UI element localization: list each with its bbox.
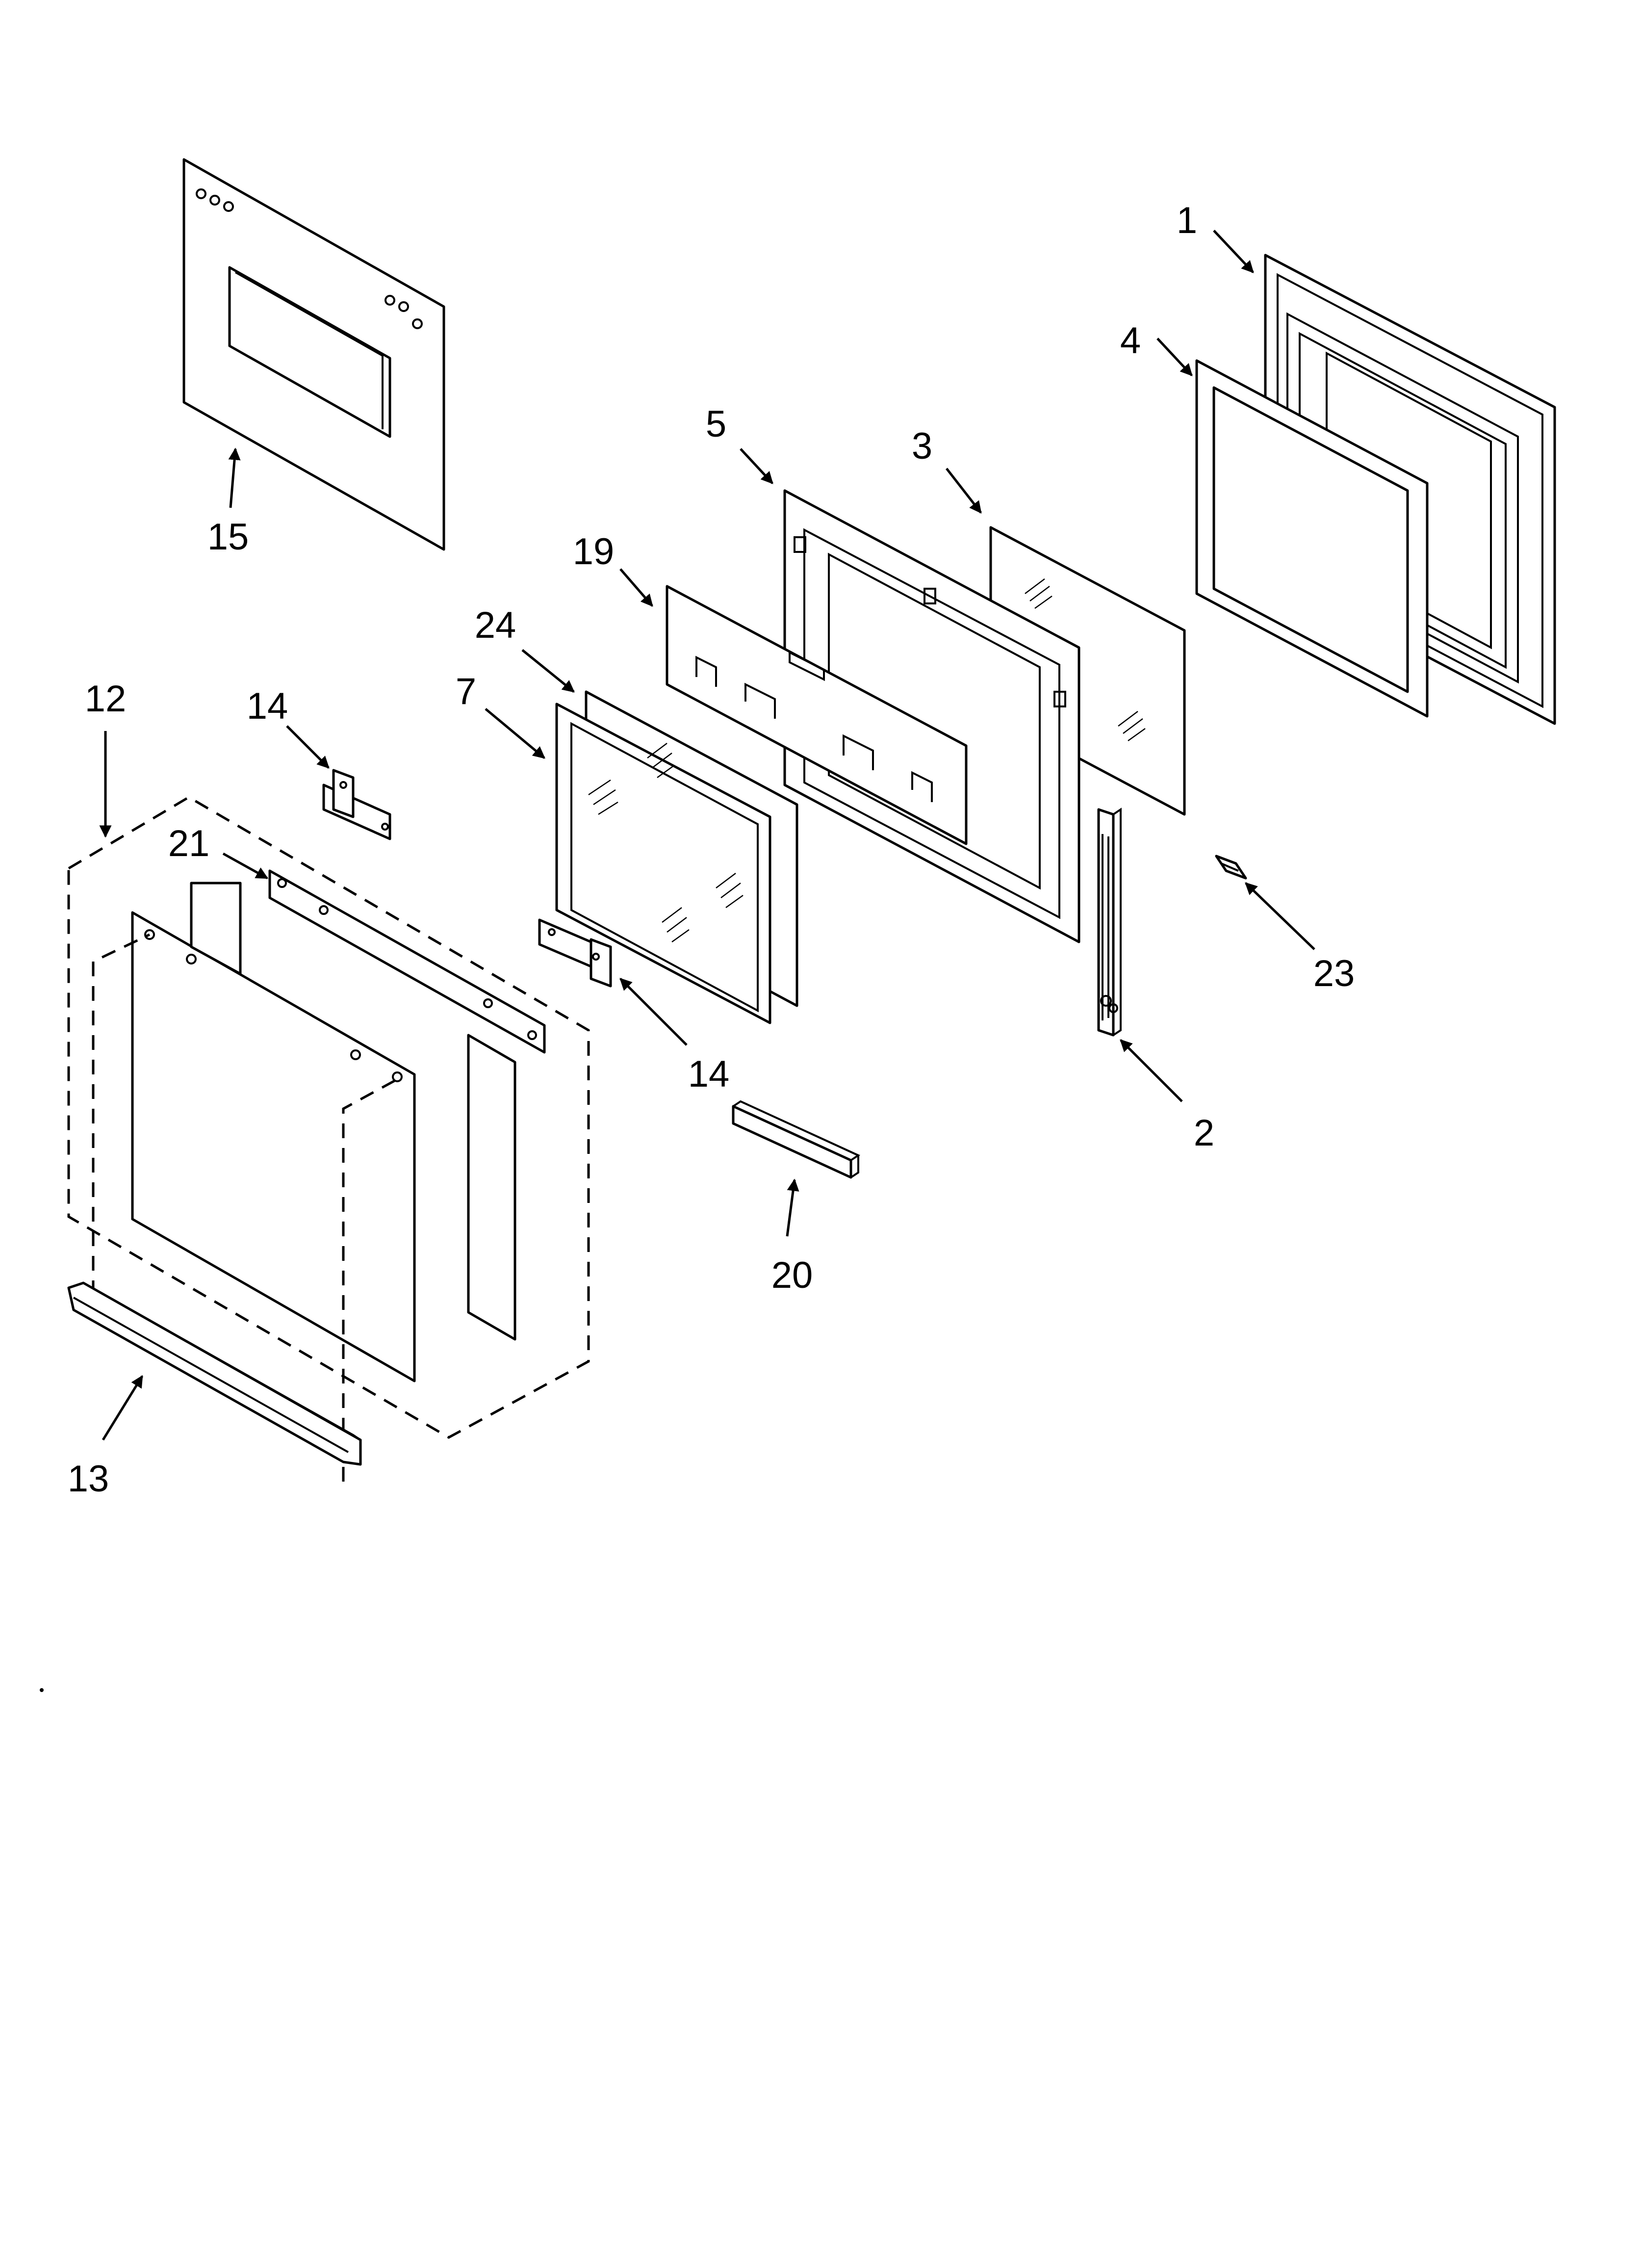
callout-7: 7 — [456, 671, 476, 712]
callout-1: 1 — [1177, 200, 1197, 241]
callout-2: 2 — [1194, 1112, 1214, 1154]
part-14-bracket-lower — [538, 918, 612, 988]
part-4-gasket-frame — [1195, 359, 1429, 718]
part-19-heat-shield — [666, 585, 968, 845]
part-13-door-handle — [67, 1281, 362, 1466]
callout-21: 21 — [168, 823, 210, 864]
part-20-trim-strip — [732, 1100, 861, 1179]
callout-3: 3 — [912, 425, 932, 467]
stray-dot — [40, 1688, 44, 1692]
part-23-clip — [1215, 855, 1247, 880]
leader-lines — [99, 230, 1315, 1441]
callout-24: 24 — [475, 604, 516, 646]
part-7-glass-panel — [555, 703, 771, 1024]
part-12-door-assembly — [67, 796, 590, 1482]
callout-labels: 1 4 5 3 19 24 7 15 14 12 21 14 2 23 20 1… — [68, 200, 1355, 1500]
callout-15: 15 — [207, 516, 249, 558]
callout-12: 12 — [85, 678, 127, 720]
part-21-bracket-strip — [268, 869, 546, 1054]
callout-4: 4 — [1120, 320, 1141, 362]
part-14-bracket-upper — [322, 769, 391, 840]
callout-13: 13 — [68, 1458, 109, 1500]
callout-23: 23 — [1313, 953, 1355, 994]
part-15-control-panel — [182, 158, 445, 551]
callout-14a: 14 — [247, 685, 288, 727]
part-2-hinge — [1097, 808, 1122, 1037]
callout-19: 19 — [573, 531, 615, 573]
callout-20: 20 — [771, 1254, 813, 1296]
callout-5: 5 — [706, 403, 726, 445]
callout-14b: 14 — [688, 1053, 730, 1095]
